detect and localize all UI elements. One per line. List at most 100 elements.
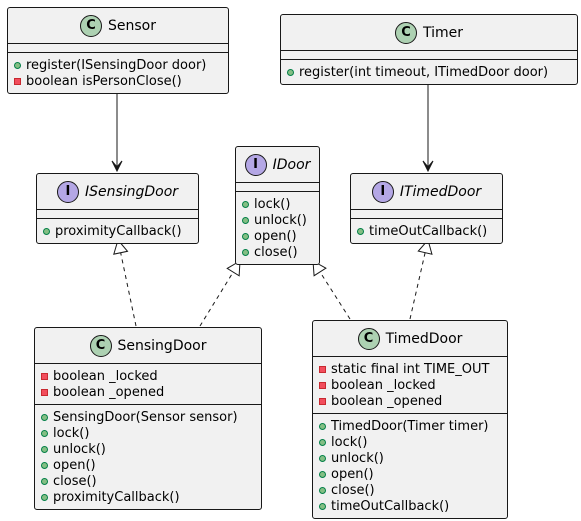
timer-method-row: register(int timeout, ITimedDoor door): [287, 64, 577, 80]
timeddoor-method-row: timeOutCallback(): [319, 498, 507, 514]
idoor-method-text: unlock(): [254, 212, 307, 228]
timeddoor-field-text: boolean _opened: [331, 393, 443, 409]
public-visibility-icon: [319, 486, 326, 494]
timeddoor-method-text: lock(): [331, 434, 368, 450]
itimeddoor-fields-section: [351, 210, 502, 218]
class-stereotype-icon: C: [394, 21, 417, 44]
isensingdoor-methods-section: proximityCallback(): [37, 218, 198, 243]
isensingdoor-method-text: proximityCallback(): [55, 223, 182, 239]
public-visibility-icon: [41, 445, 48, 453]
isensingdoor-method-row: proximityCallback(): [43, 223, 198, 239]
idoor-method-text: lock(): [254, 196, 291, 212]
public-visibility-icon: [242, 200, 249, 208]
itimeddoor-method-text: timeOutCallback(): [369, 223, 488, 239]
timeddoor-method-row: unlock(): [319, 450, 507, 466]
timeddoor-field-row: boolean _locked: [319, 377, 507, 393]
sensor-method-row: register(ISensingDoor door): [14, 57, 228, 73]
public-visibility-icon: [14, 61, 21, 69]
public-visibility-icon: [319, 438, 326, 446]
class-stereotype-icon: C: [357, 327, 380, 350]
public-visibility-icon: [242, 232, 249, 240]
sensingdoor-header: C SensingDoor: [35, 328, 261, 364]
idoor-fields-section: [236, 183, 319, 191]
private-visibility-icon: [14, 77, 21, 85]
idoor-method-text: close(): [254, 244, 298, 260]
timeddoor-field-row: static final int TIME_OUT: [319, 361, 507, 377]
timeddoor-field-row: boolean _opened: [319, 393, 507, 409]
timeddoor-method-row: open(): [319, 466, 507, 482]
isensingdoor-header: I ISensingDoor: [37, 174, 198, 210]
sensor-method-text: boolean isPersonClose(): [26, 73, 182, 89]
sensingdoor-field-text: boolean _locked: [53, 368, 158, 384]
isensingdoor-interface-box: I ISensingDoor proximityCallback(): [36, 173, 199, 244]
timeddoor-name: TimedDoor: [385, 330, 463, 347]
public-visibility-icon: [41, 413, 48, 421]
itimeddoor-methods-section: timeOutCallback(): [351, 218, 502, 243]
public-visibility-icon: [41, 493, 48, 501]
sensingdoor-method-row: unlock(): [41, 441, 261, 457]
interface-stereotype-icon: I: [244, 153, 267, 176]
sensor-methods-section: register(ISensingDoor door)boolean isPer…: [8, 52, 228, 93]
timeddoor-to-idoor-realization-line: [319, 271, 351, 320]
public-visibility-icon: [287, 68, 294, 76]
isensingdoor-name: ISensingDoor: [84, 183, 179, 200]
timeddoor-method-text: TimedDoor(Timer timer): [331, 418, 489, 434]
timeddoor-to-itimeddoor-realization-line: [409, 252, 426, 320]
class-stereotype-icon: C: [89, 334, 112, 357]
timeddoor-methods-section: TimedDoor(Timer timer)lock()unlock()open…: [313, 413, 507, 518]
sensingdoor-field-row: boolean _locked: [41, 368, 261, 384]
isensingdoor-fields-section: [37, 210, 198, 218]
sensor-method-text: register(ISensingDoor door): [26, 57, 207, 73]
idoor-method-row: unlock(): [242, 212, 319, 228]
sensingdoor-method-text: unlock(): [53, 441, 106, 457]
private-visibility-icon: [319, 381, 326, 389]
public-visibility-icon: [319, 470, 326, 478]
sensingdoor-method-text: lock(): [53, 425, 90, 441]
idoor-header: I IDoor: [236, 147, 319, 183]
timeddoor-method-row: TimedDoor(Timer timer): [319, 418, 507, 434]
public-visibility-icon: [43, 227, 50, 235]
timeddoor-method-row: close(): [319, 482, 507, 498]
idoor-interface-box: I IDoor lock()unlock()open()close(): [235, 146, 320, 265]
sensingdoor-method-text: SensingDoor(Sensor sensor): [53, 409, 238, 425]
sensingdoor-method-text: open(): [53, 457, 96, 473]
timer-methods-section: register(int timeout, ITimedDoor door): [281, 59, 577, 84]
idoor-method-row: open(): [242, 228, 319, 244]
public-visibility-icon: [319, 454, 326, 462]
private-visibility-icon: [319, 397, 326, 405]
sensingdoor-method-row: proximityCallback(): [41, 489, 261, 505]
class-stereotype-icon: C: [80, 14, 102, 37]
idoor-method-row: close(): [242, 244, 319, 260]
sensor-name: Sensor: [108, 17, 156, 34]
sensingdoor-method-row: open(): [41, 457, 261, 473]
timeddoor-method-text: unlock(): [331, 450, 384, 466]
private-visibility-icon: [41, 388, 48, 396]
idoor-method-row: lock(): [242, 196, 319, 212]
sensingdoor-method-row: SensingDoor(Sensor sensor): [41, 409, 261, 425]
sensingdoor-name: SensingDoor: [117, 337, 207, 354]
sensingdoor-method-text: proximityCallback(): [53, 489, 180, 505]
sensingdoor-methods-section: SensingDoor(Sensor sensor)lock()unlock()…: [35, 404, 261, 509]
timeddoor-field-text: boolean _locked: [331, 377, 436, 393]
idoor-method-text: open(): [254, 228, 297, 244]
sensingdoor-method-text: close(): [53, 473, 97, 489]
timeddoor-method-text: timeOutCallback(): [331, 498, 450, 514]
timer-fields-section: [281, 51, 577, 59]
timeddoor-method-text: close(): [331, 482, 375, 498]
interface-stereotype-icon: I: [56, 180, 79, 203]
sensor-class-box: C Sensor register(ISensingDoor door)boolea…: [7, 7, 229, 94]
public-visibility-icon: [41, 477, 48, 485]
timeddoor-header: C TimedDoor: [313, 321, 507, 357]
public-visibility-icon: [242, 216, 249, 224]
idoor-name: IDoor: [272, 156, 311, 173]
sensingdoor-to-idoor-realization-line: [199, 271, 234, 327]
sensor-header: C Sensor: [8, 8, 228, 44]
timeddoor-field-text: static final int TIME_OUT: [331, 361, 490, 377]
private-visibility-icon: [319, 365, 326, 373]
